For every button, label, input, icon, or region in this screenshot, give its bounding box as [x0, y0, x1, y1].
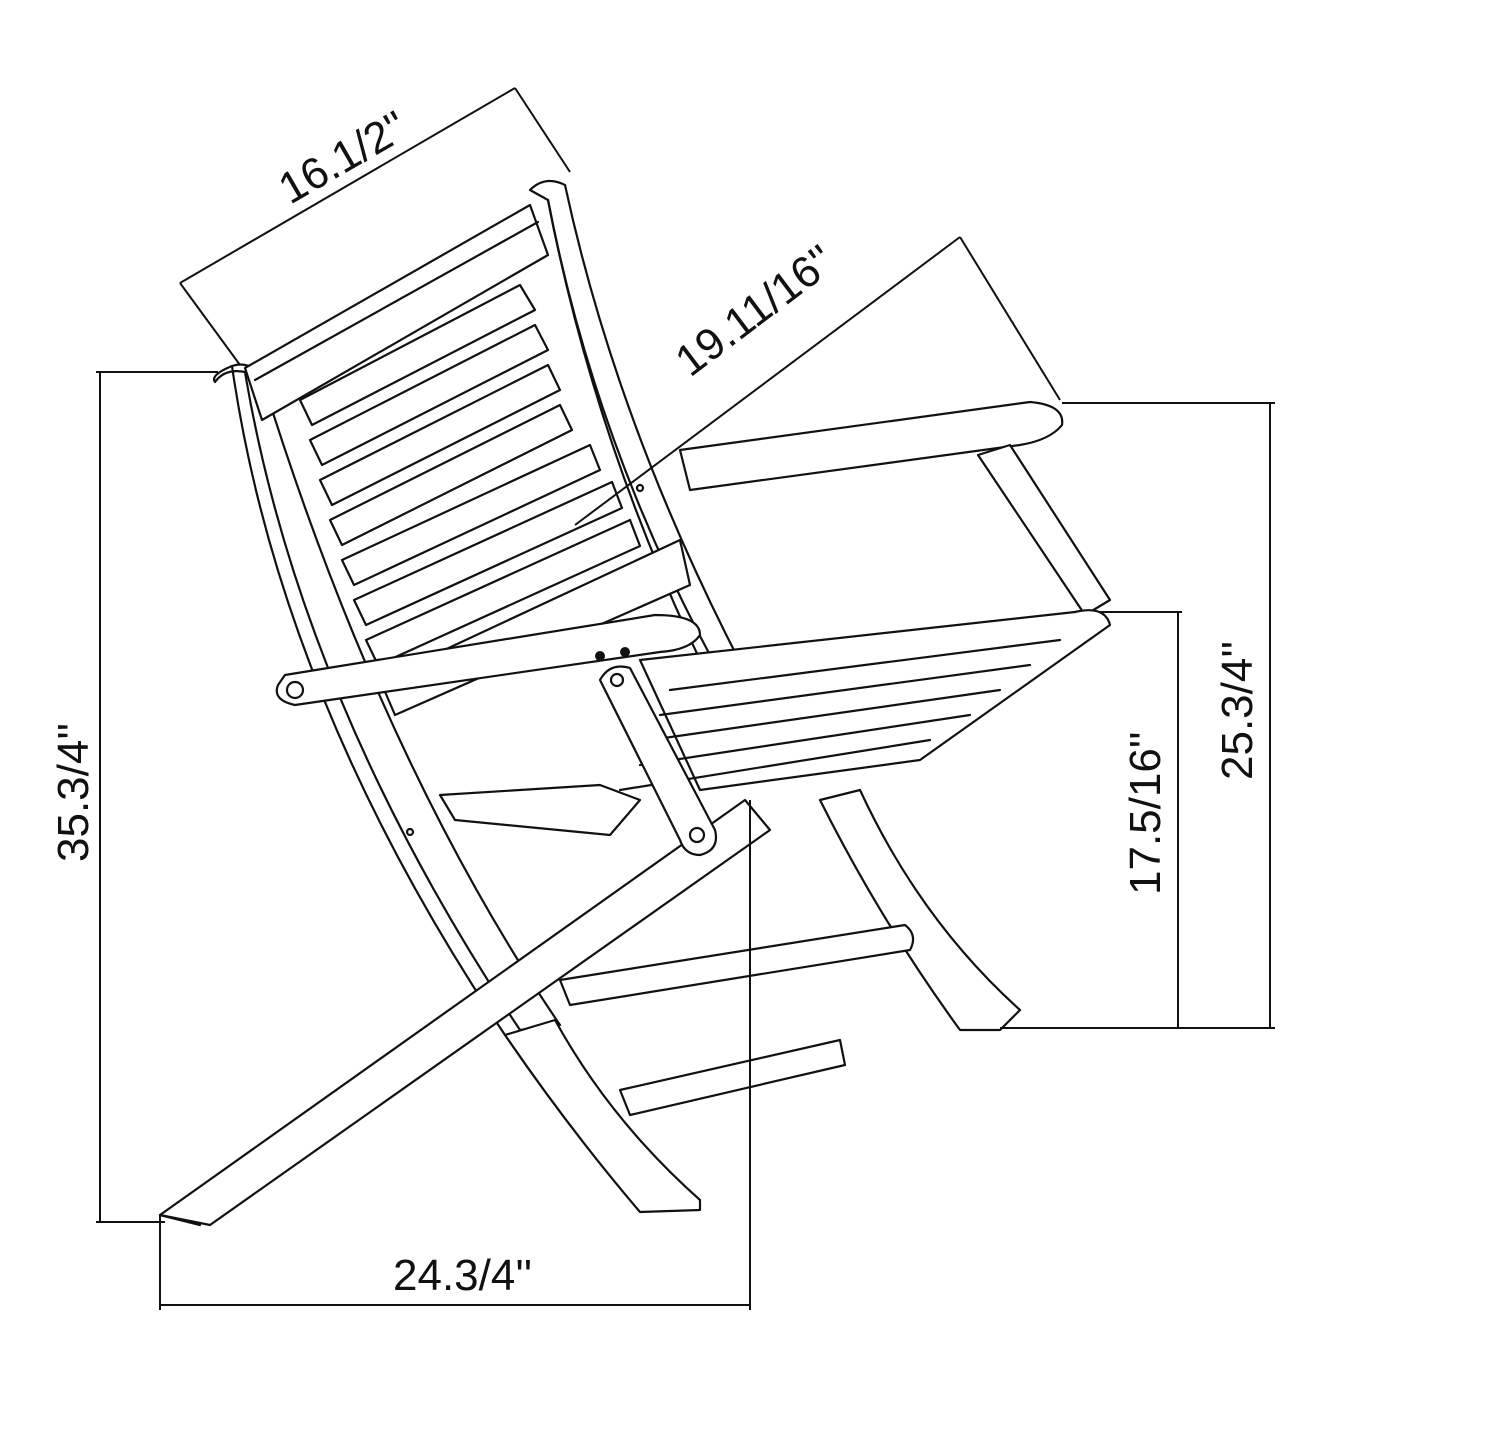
- rear-leg-right: [818, 788, 1022, 1032]
- rear-leg-left: [503, 1018, 702, 1214]
- dim-arm-height: 25.3/4'': [1213, 641, 1262, 780]
- arm-support: [598, 665, 718, 857]
- bolt-icon: [285, 680, 305, 700]
- arm-rest-front: [275, 613, 702, 707]
- dim-seat-height: 17.5/16'': [1121, 731, 1170, 895]
- dim-seat-depth: 19.11/16'': [667, 236, 844, 386]
- chair-illustration: [158, 179, 1112, 1227]
- dim-overall-depth: 24.3/4'': [393, 1251, 532, 1300]
- stretcher-bar: [558, 923, 915, 1007]
- front-leg: [158, 798, 772, 1227]
- dimension-lines: [96, 87, 1275, 1310]
- dim-overall-height: 35.3/4'': [49, 723, 98, 862]
- seat: [438, 609, 1112, 837]
- back-frame-right: [528, 179, 762, 722]
- back-slats: [298, 283, 692, 717]
- arm-rest-rear: [678, 400, 1064, 492]
